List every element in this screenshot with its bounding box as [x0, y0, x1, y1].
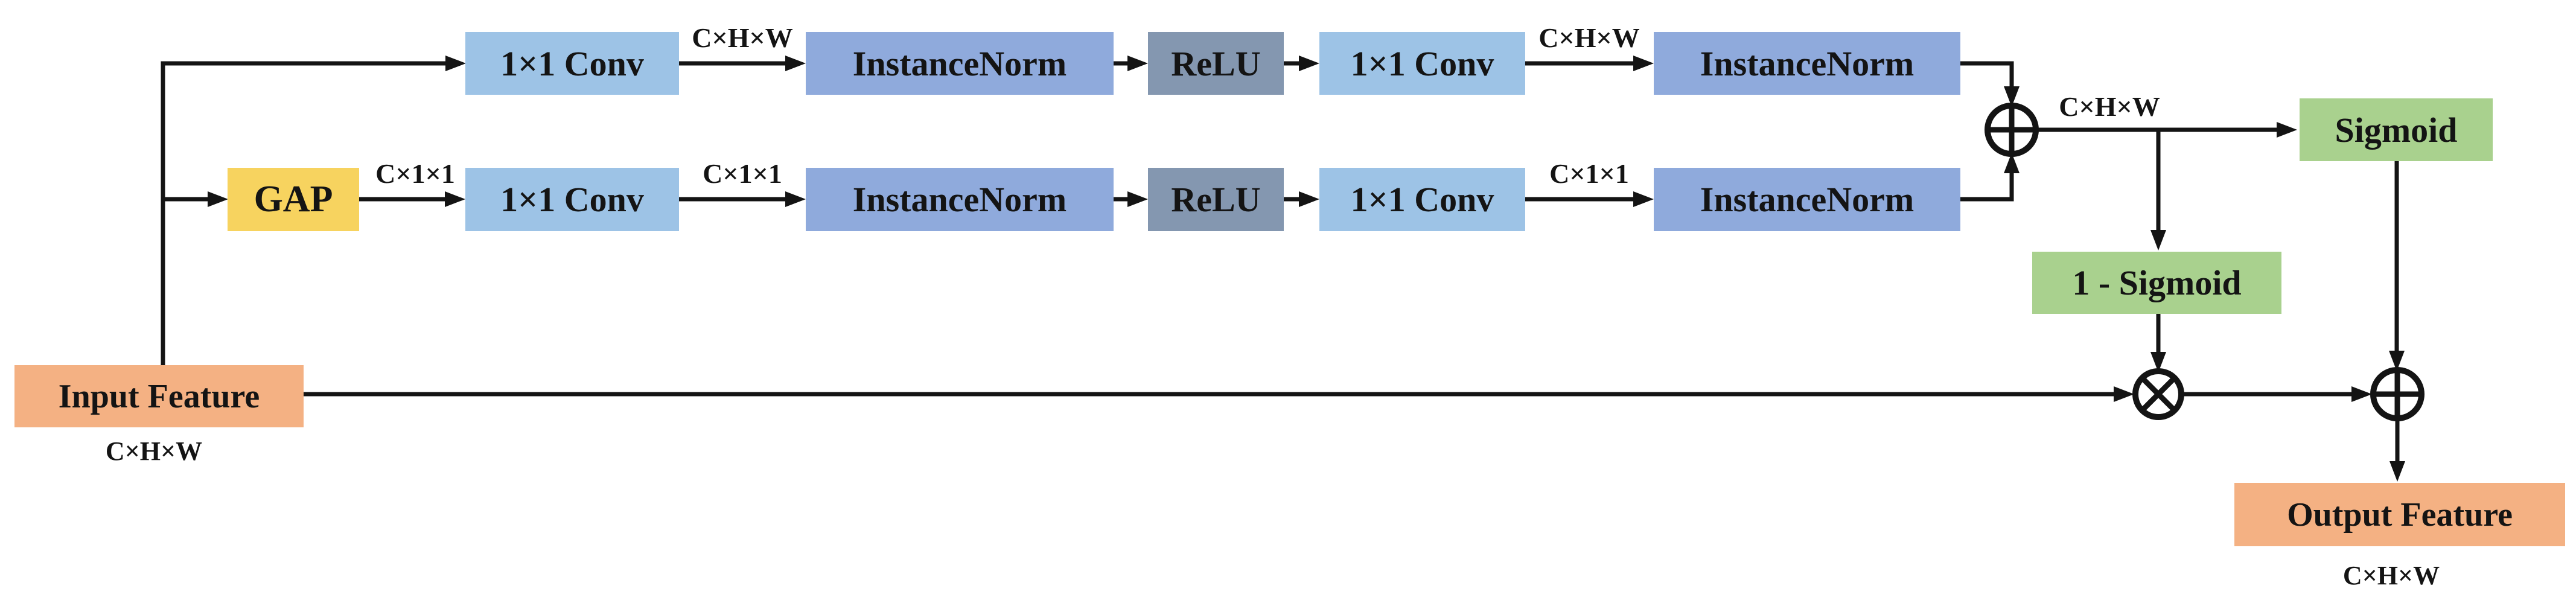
arrowhead	[445, 191, 465, 207]
block-relu-row1: ReLU	[1148, 32, 1284, 95]
tensor-label-input: C×H×W	[105, 436, 203, 466]
row2-to-add-line	[1960, 171, 2014, 202]
arrowhead	[2114, 386, 2134, 402]
tensor-label-output: C×H×W	[2342, 561, 2440, 590]
tensor-label-row2-first: C×1×1	[703, 158, 782, 189]
arrowhead	[785, 191, 806, 207]
block-instancenorm-row2-second: InstanceNorm	[1654, 168, 1960, 231]
block-instancenorm-row1-first: InstanceNorm	[806, 32, 1114, 95]
arrowhead	[785, 56, 806, 71]
arrowhead	[2150, 352, 2166, 372]
block-conv1x1-row2-first: 1×1 Conv	[465, 168, 679, 231]
arrowhead	[2389, 461, 2405, 482]
block-output-feature: Output Feature	[2234, 483, 2565, 546]
block-sigmoid: Sigmoid	[2300, 98, 2493, 161]
arrowhead	[2389, 351, 2405, 371]
block-input-feature: Input Feature	[14, 365, 304, 427]
elementwise-add-icon	[1985, 103, 2039, 157]
flow-lines	[161, 61, 2400, 464]
block-conv1x1-row1-first: 1×1 Conv	[465, 32, 679, 95]
tensor-label-gap-out: C×1×1	[375, 158, 455, 189]
arrowheads	[208, 56, 2405, 482]
arrowhead	[208, 191, 228, 207]
arrowhead	[1127, 191, 1148, 207]
elementwise-add2-icon	[2370, 367, 2425, 421]
block-gap: GAP	[228, 168, 359, 231]
block-conv1x1-row1-second: 1×1 Conv	[1319, 32, 1525, 95]
arrowhead	[445, 56, 466, 71]
arrowhead	[2277, 122, 2297, 138]
block-one-minus-sigmoid: 1 - Sigmoid	[2032, 252, 2281, 314]
arrowhead	[1127, 56, 1148, 71]
arrowhead	[2004, 153, 2020, 173]
arrowhead	[2351, 386, 2372, 402]
arrowhead	[1299, 191, 1319, 207]
row1-to-add-line	[1960, 61, 2014, 89]
trunk-to-row1-line	[161, 61, 447, 366]
tensor-label-add-out: C×H×W	[2059, 91, 2160, 122]
block-conv1x1-row2-second: 1×1 Conv	[1319, 168, 1525, 231]
tensor-label-row1-second: C×H×W	[1538, 22, 1640, 53]
block-instancenorm-row1-second: InstanceNorm	[1654, 32, 1960, 95]
arrowhead	[2004, 86, 2020, 107]
elementwise-multiply-icon	[2132, 368, 2184, 420]
arrowhead	[1633, 191, 1654, 207]
tensor-label-row2-second: C×1×1	[1549, 158, 1629, 189]
tensor-label-row1-first: C×H×W	[692, 22, 793, 53]
arrowhead	[1299, 56, 1319, 71]
arrowhead	[2150, 230, 2166, 250]
block-relu-row2: ReLU	[1148, 168, 1284, 231]
arrowhead	[1633, 56, 1654, 71]
block-instancenorm-row2-first: InstanceNorm	[806, 168, 1114, 231]
